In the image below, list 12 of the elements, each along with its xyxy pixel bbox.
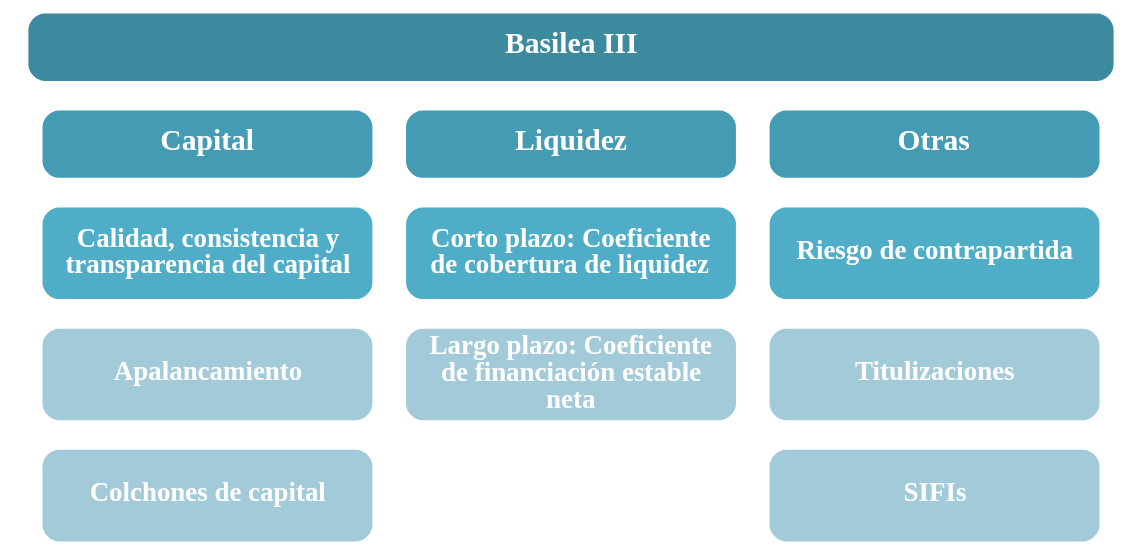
node-box: Titulizaciones: [769, 328, 1100, 421]
node-box: Capital: [42, 110, 373, 178]
node-box: Basilea III: [28, 13, 1114, 81]
node-box: Liquidez: [406, 110, 736, 178]
node-box: Colchones de capital: [42, 449, 373, 542]
node-box: Calidad, consistencia y transparencia del capital: [42, 207, 373, 300]
node-box: Riesgo de contrapartida: [769, 207, 1100, 300]
node-box: Corto plazo: Coeficiente de cobertura de liquidez: [406, 207, 736, 300]
node-box: Otras: [769, 110, 1100, 178]
node-box: Apalancamiento: [42, 328, 373, 421]
node-box: SIFIs: [769, 449, 1100, 542]
node-box: Largo plazo: Coeficiente de financiación estable neta: [406, 328, 736, 421]
